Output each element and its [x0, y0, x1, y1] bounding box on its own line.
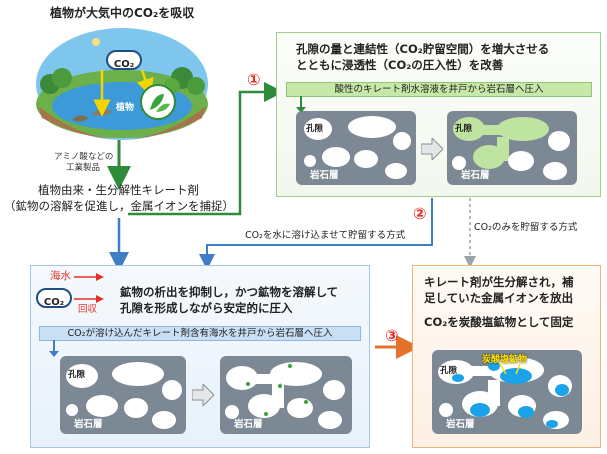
path1-rock-label-after: 岩石層: [461, 170, 490, 181]
path1-number: ①: [247, 70, 261, 89]
path2-pore-label: 孔隙: [68, 370, 86, 380]
path3-pore-label: 孔隙: [440, 366, 458, 376]
path3-title-line1: キレート剤が生分解され，補: [424, 275, 574, 289]
plant-cell-circle: [140, 84, 176, 120]
leaf-icon: [150, 94, 170, 112]
co2-recovery-bubble: CO₂: [36, 288, 72, 308]
path1-pore-label-before: 孔隙: [306, 124, 324, 134]
co2-bubble-label: CO₂: [113, 59, 135, 70]
co2-recovery-arrow: [74, 295, 104, 303]
path2-rock-label-before: 岩石層: [74, 419, 103, 430]
carbonate-pointer: [499, 363, 521, 375]
arrow-path1: [128, 82, 284, 216]
path1-title-line1: 孔隙の量と連結性（CO₂貯留空間）を増大させる: [296, 42, 550, 56]
plant-absorb-title: 植物が大気中のCO₂を吸収: [50, 6, 195, 20]
plant-label: 植物: [116, 103, 135, 113]
path2-number: ②: [413, 204, 427, 223]
path1-pore-label-after: 孔隙: [455, 124, 473, 134]
path2-title-line2: 孔隙を形成しながら安定的に圧入: [120, 301, 293, 315]
path1-injection-bar: 酸性のキレート剤水溶液を井戸から岩石層へ圧入: [286, 82, 592, 97]
path2-injection-arrow: [49, 340, 59, 357]
co2-bubble: CO₂: [106, 50, 142, 70]
path2-rock-after: 岩石層: [220, 356, 352, 434]
path2-transform-arrow: [192, 384, 214, 406]
path3-number: ③: [385, 326, 399, 345]
arrow-path2: [199, 198, 433, 270]
path1-rock-after: 孔隙 岩石層: [447, 111, 577, 185]
path1-transform-arrow: [421, 138, 443, 160]
seawater-arrow: [74, 273, 104, 281]
path2-rock-before: 孔隙 岩石層: [60, 356, 186, 434]
path2-injection-bar: CO₂が溶け込んだキレート剤含有海水を井戸から岩石層へ圧入: [39, 326, 361, 341]
amino-note-line2: 工業製品: [66, 163, 101, 173]
path3-title-line3: CO₂を炭酸塩鉱物として固定: [424, 315, 574, 329]
amino-note-line1: アミノ酸などの: [54, 152, 114, 162]
path3-title-line2: 足していた金属イオンを放出: [424, 291, 574, 305]
path1-rock-label-before: 岩石層: [310, 170, 339, 181]
seawater-label: 海水: [50, 270, 71, 282]
path3-rock: 孔隙 岩石層: [432, 350, 582, 434]
path1-rock-before: 孔隙 岩石層: [296, 111, 416, 185]
co2-absorb-arrows: [93, 69, 154, 117]
path2-label: CO₂を水に溶け込ませて貯留する方式: [245, 230, 406, 241]
path2-title-line1: 鉱物の析出を抑制し，かつ鉱物を溶解して: [120, 285, 339, 299]
chelate-desc: （鉱物の溶解を促進し，金属イオンを捕捉）: [4, 199, 234, 213]
carbonate-label: 炭酸塩鉱物: [482, 355, 528, 365]
recovery-label: 回収: [78, 304, 98, 315]
path1-title-line2: とともに浸透性（CO₂の圧入性）を改善: [296, 58, 504, 72]
path2-rock-label-after: 岩石層: [234, 419, 263, 430]
path3-rock-label: 岩石層: [446, 419, 475, 430]
co2-recovery-bubble-label: CO₂: [43, 297, 65, 308]
path1-injection-arrow: [296, 96, 306, 113]
chelate-title: 植物由来・生分解性キレート剤: [38, 183, 199, 197]
co2-only-label: CO₂のみを貯留する方式: [474, 222, 578, 233]
